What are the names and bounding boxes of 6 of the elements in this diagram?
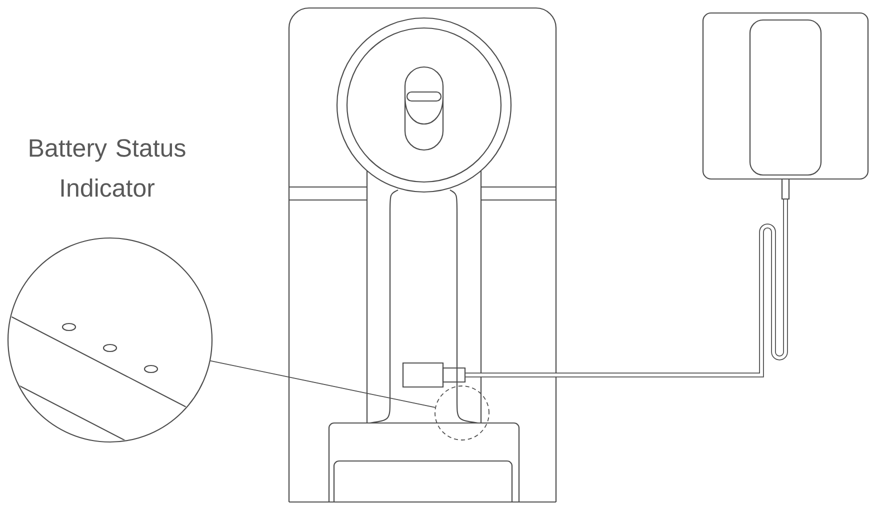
charging-plug	[402, 362, 466, 388]
power-adapter	[702, 12, 869, 200]
dashed-circle	[434, 386, 490, 440]
charging-cable	[466, 200, 788, 378]
indicator-label: Battery Status Indicator	[30, 139, 186, 197]
leader-line	[210, 360, 436, 408]
